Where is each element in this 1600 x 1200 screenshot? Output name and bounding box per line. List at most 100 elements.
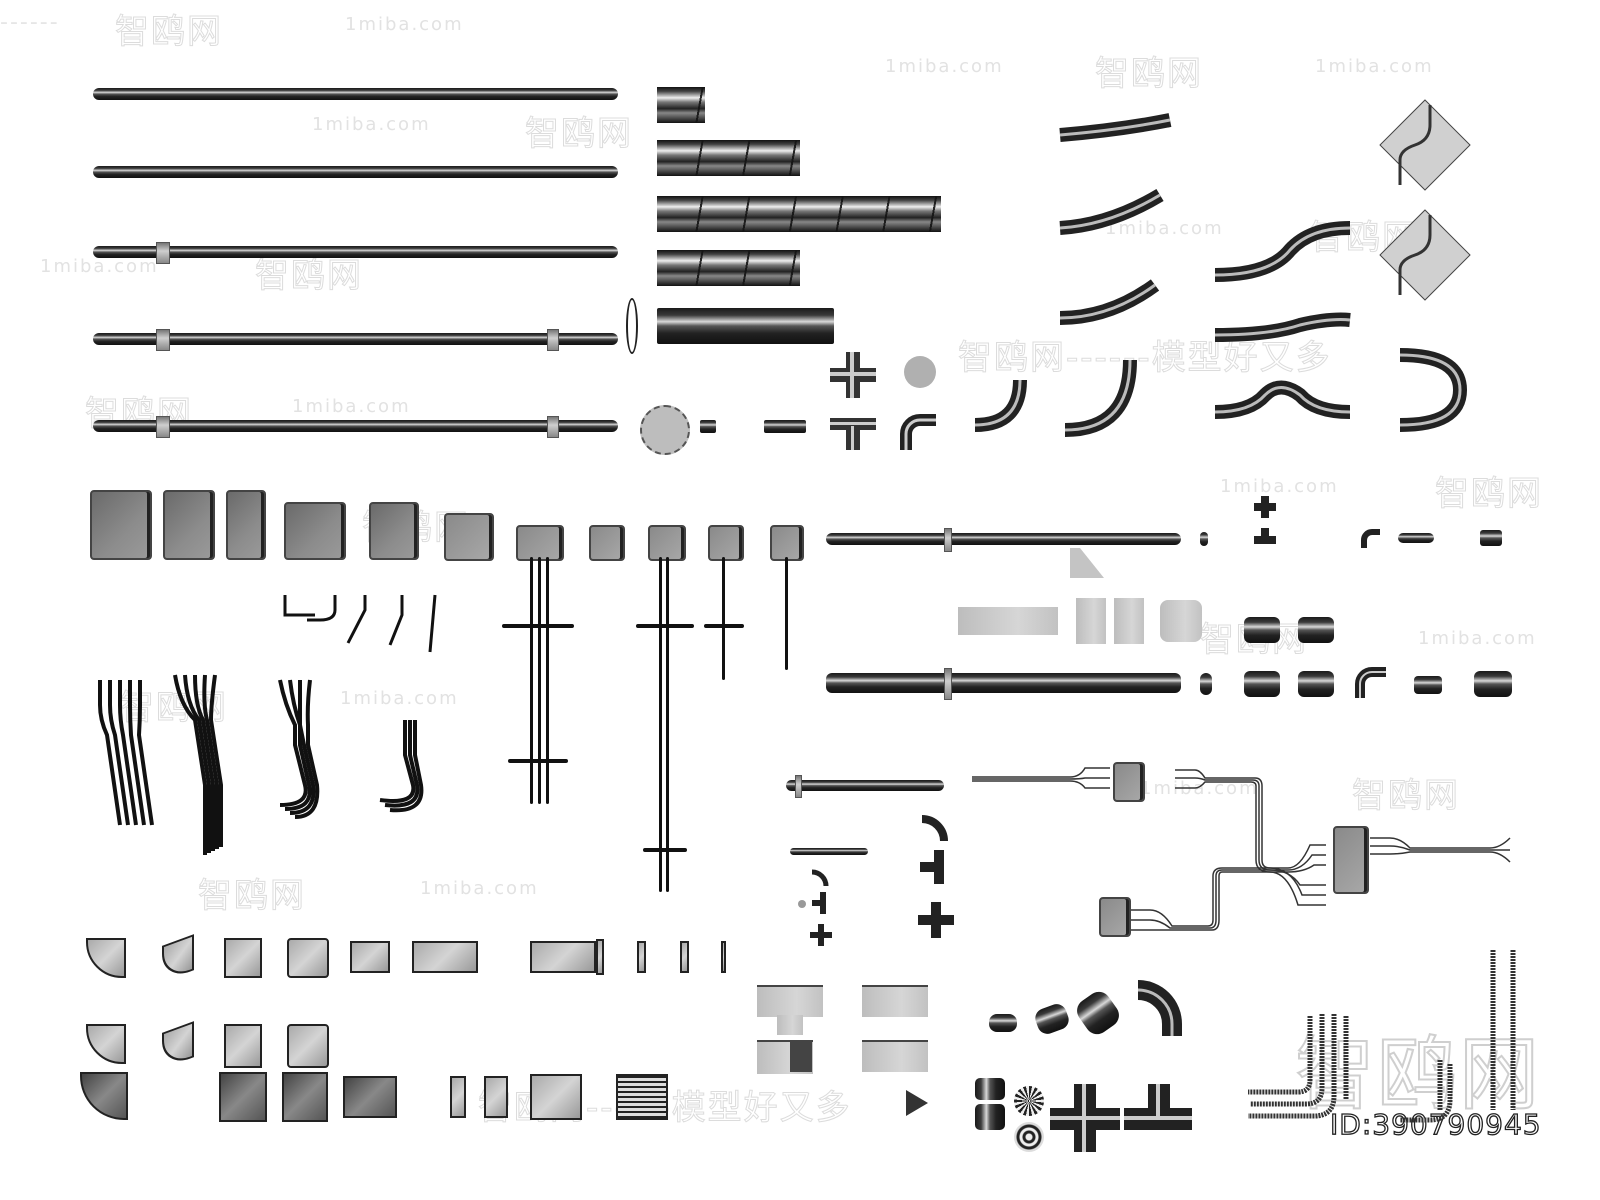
duct-flange [721,941,726,973]
spiral-pipe [657,140,800,176]
small-coupling [1200,673,1212,695]
rod-coupling [156,416,170,438]
short-pipe [764,420,806,433]
watermark-cn: 智鸥网 [1095,54,1203,95]
rod-coupling [156,329,170,351]
tee-fitting-icon [830,418,876,450]
duct-louver [616,1074,668,1120]
end-cap-disc [640,405,690,455]
spiral-pipe [657,196,941,232]
round-duct-coupling [975,1078,1005,1100]
duct-cross [287,1024,329,1068]
conduit-bracket [704,624,744,628]
round-plug [798,900,806,908]
junction-box [444,513,494,561]
bent-wire-pieces [283,594,437,653]
round-duct-coupling [975,1104,1005,1130]
watermark-url: 1miba.com [1105,218,1224,239]
conduit-bracket [643,848,687,852]
watermark-cn: 智鸥网 [198,876,306,917]
duct-flange [637,941,646,973]
watermark-url: 1miba.com [1315,56,1434,77]
cross-fitting-icon [810,924,832,946]
duct-transition-plate [1076,598,1106,644]
watermark-url: 1miba.com [885,56,1004,77]
rod-coupling [156,242,170,264]
duct-tee [224,1024,262,1068]
long-pipe [826,533,1181,545]
duct-tee-stem [777,1015,803,1035]
duct-cross-large [282,1072,328,1122]
duct-elbow-large [80,1072,128,1120]
duct-elbow [86,1024,126,1064]
short-nipple [700,420,716,433]
duct-tee-large [219,1072,267,1122]
harness-junction-box [1333,826,1369,894]
round-duct-tee [1124,1084,1192,1130]
duct-angled-plate [1070,548,1104,578]
junction-box [516,525,564,561]
duct-tee-panel [757,985,823,1017]
wall-plate [1379,209,1471,301]
conduit-wire [530,557,533,804]
duct-flange [596,939,604,975]
conduit-wire [722,557,725,680]
pipe-coupling [944,668,952,700]
conduit-rod [93,246,618,258]
tee-fitting-large [1298,617,1334,643]
duct-straight [530,941,596,973]
model-id-label: ID:390790945 [1329,1107,1542,1141]
conduit-bracket [636,624,694,628]
small-coupling [1200,532,1208,546]
wiring-harness-network [972,767,1511,931]
large-coupling [1474,671,1512,697]
junction-box [163,490,215,560]
tee-fitting-large [1244,671,1280,697]
round-duct-elbow-90 [1137,980,1182,1036]
watermark-url: 1miba.com [292,396,411,417]
conduit-rod [93,88,618,100]
duct-angle [162,1021,194,1069]
conduit-rod [93,420,618,432]
conduit-rod [93,166,618,178]
reducer-fitting [1414,676,1442,694]
watermark-url: 1miba.com [40,256,159,277]
cross-fitting-icon [918,902,954,938]
watermark-url: 1miba.com [312,114,431,135]
cable-bundles [98,674,424,855]
duct-cross [287,938,329,978]
spiral-pipe [657,250,800,286]
watermark-url: 1miba.com [1140,778,1259,799]
smooth-pipe [657,308,834,344]
conduit-wire [546,557,549,804]
watermark-url: 1miba.com [340,688,459,709]
junction-box [284,502,346,560]
tee-fitting-icon [920,850,944,884]
pipe-coupling [795,775,802,798]
duct-panel-shadow [790,1042,812,1072]
small-coupling [1480,530,1502,546]
duct-panel [862,1040,928,1072]
conduit-bracket [502,624,574,628]
watermark-cn: 智鸥网 [255,256,363,297]
rod-end-ring [626,298,638,354]
junction-box [708,525,744,561]
watermark-cn: 智鸥网 [1435,474,1543,515]
cross-fitting-large [1244,617,1280,643]
cross-fitting-icon [1254,496,1276,518]
long-pipe-large [826,673,1181,693]
elbow-fitting-icon [1361,529,1380,548]
duct-pyramid-cap [343,1076,397,1118]
duct-taper [484,1076,508,1118]
junction-box [226,490,266,560]
duct-pyramid-cap [530,1074,582,1120]
junction-box [90,490,152,560]
round-diffuser [1014,1122,1044,1152]
duct-flange [450,1076,466,1118]
elbow-fitting-icon [921,815,948,842]
duct-transition-plate [1114,598,1144,644]
rod-coupling [547,329,559,351]
watermark-url: 1miba.com [420,878,539,899]
tee-fitting-icon [812,892,826,914]
round-diffuser [1014,1086,1044,1116]
